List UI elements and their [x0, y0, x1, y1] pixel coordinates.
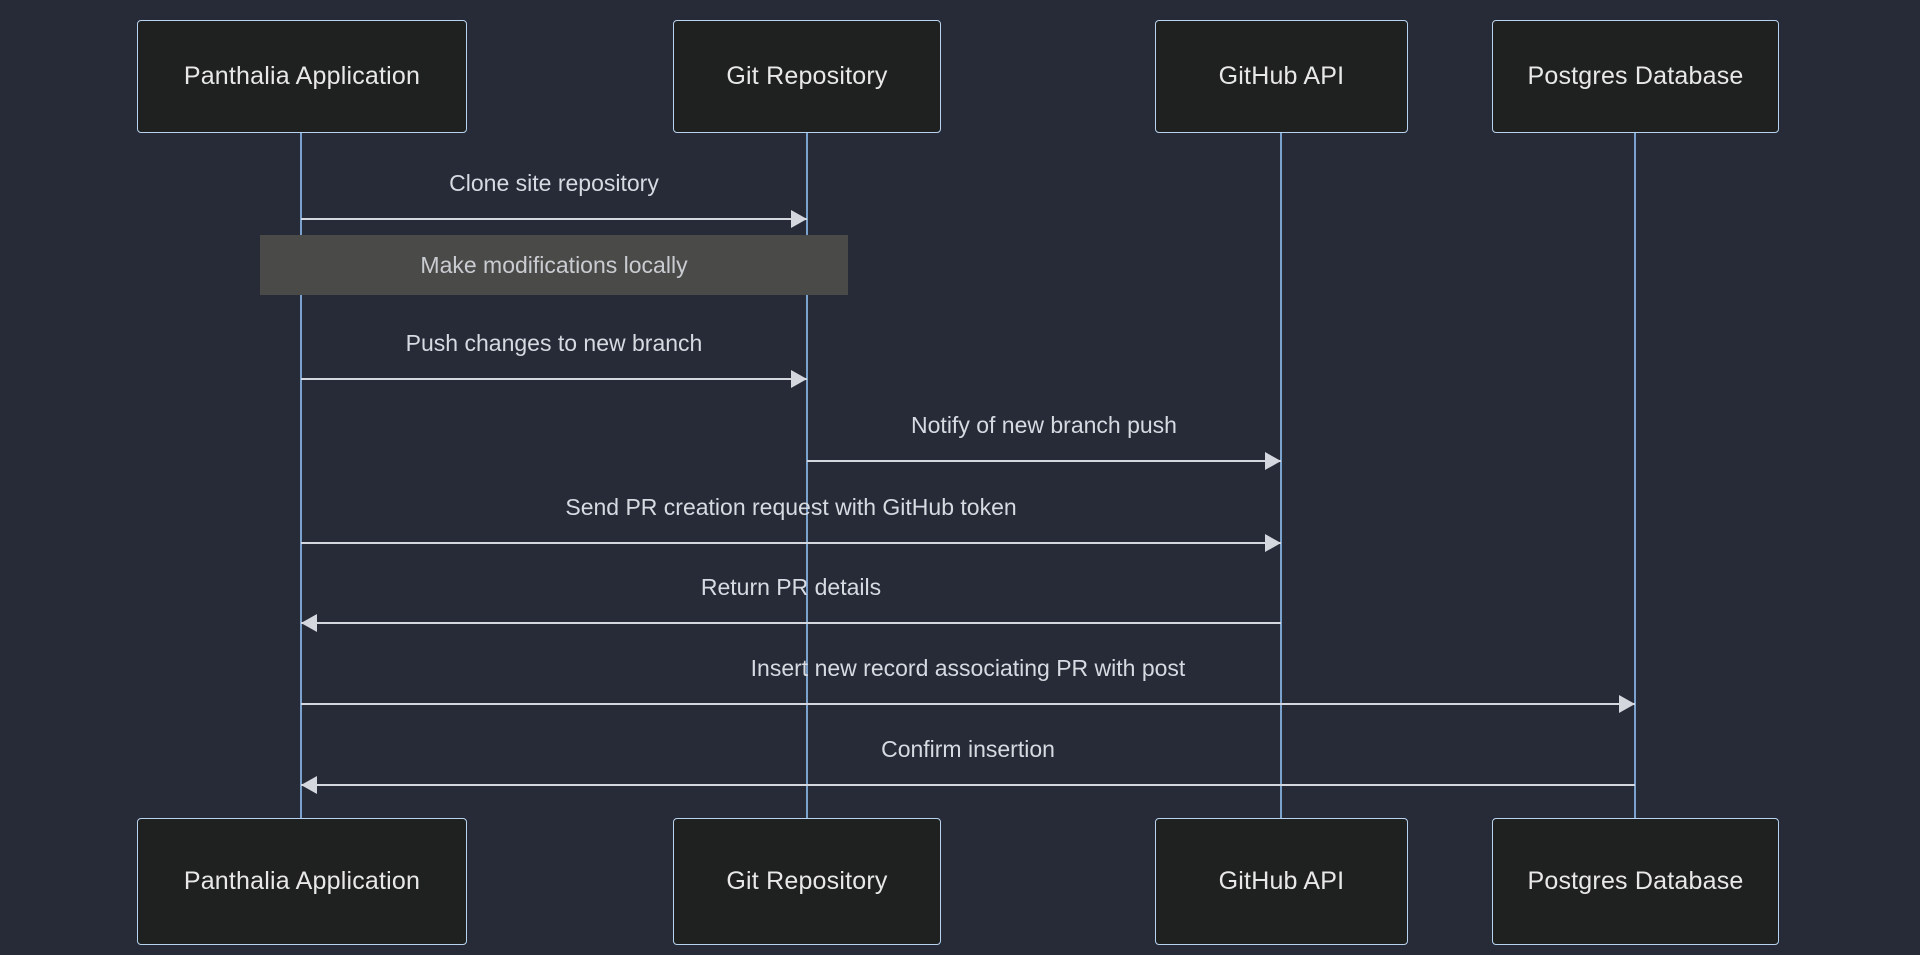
message-line-m2 — [301, 378, 807, 380]
lifeline-git — [806, 133, 808, 818]
message-line-m6 — [301, 703, 1635, 705]
participant-box-github-bottom[interactable]: GitHub API — [1155, 818, 1408, 945]
message-label-m7: Confirm insertion — [881, 736, 1055, 762]
message-label-m4: Send PR creation request with GitHub tok… — [565, 494, 1017, 520]
participant-label: Git Repository — [726, 867, 888, 895]
participant-label: GitHub API — [1218, 867, 1345, 895]
message-line-m4 — [301, 542, 1281, 544]
message-line-m1 — [301, 218, 807, 220]
participant-label: Git Repository — [726, 62, 888, 90]
participant-box-panthalia-top[interactable]: Panthalia Application — [137, 20, 467, 133]
lifeline-postgres — [1634, 133, 1636, 818]
message-arrowhead-m2 — [791, 370, 807, 388]
message-label-m3: Notify of new branch push — [911, 412, 1177, 438]
message-line-m3 — [807, 460, 1281, 462]
participant-box-postgres-bottom[interactable]: Postgres Database — [1492, 818, 1779, 945]
participant-label: Postgres Database — [1527, 867, 1744, 895]
participant-box-github-top[interactable]: GitHub API — [1155, 20, 1408, 133]
message-label-m2: Push changes to new branch — [405, 330, 703, 356]
lifeline-panthalia — [300, 133, 302, 818]
message-arrowhead-m5 — [301, 614, 317, 632]
participant-box-git-bottom[interactable]: Git Repository — [673, 818, 941, 945]
participant-label: GitHub API — [1218, 62, 1345, 90]
message-arrowhead-m7 — [301, 776, 317, 794]
message-arrowhead-m1 — [791, 210, 807, 228]
lifeline-github — [1280, 133, 1282, 818]
message-line-m5 — [301, 622, 1281, 624]
message-label-m6: Insert new record associating PR with po… — [750, 655, 1186, 681]
message-label-m1: Clone site repository — [449, 170, 659, 196]
note-label: Make modifications locally — [420, 251, 688, 278]
message-line-m7 — [301, 784, 1635, 786]
note-n1: Make modifications locally — [260, 235, 848, 295]
message-arrowhead-m4 — [1265, 534, 1281, 552]
message-arrowhead-m3 — [1265, 452, 1281, 470]
participant-box-panthalia-bottom[interactable]: Panthalia Application — [137, 818, 467, 945]
participant-label: Panthalia Application — [183, 62, 421, 90]
participant-box-postgres-top[interactable]: Postgres Database — [1492, 20, 1779, 133]
participant-label: Postgres Database — [1527, 62, 1744, 90]
participant-label: Panthalia Application — [183, 867, 421, 895]
participant-box-git-top[interactable]: Git Repository — [673, 20, 941, 133]
message-label-m5: Return PR details — [700, 574, 882, 600]
message-arrowhead-m6 — [1619, 695, 1635, 713]
